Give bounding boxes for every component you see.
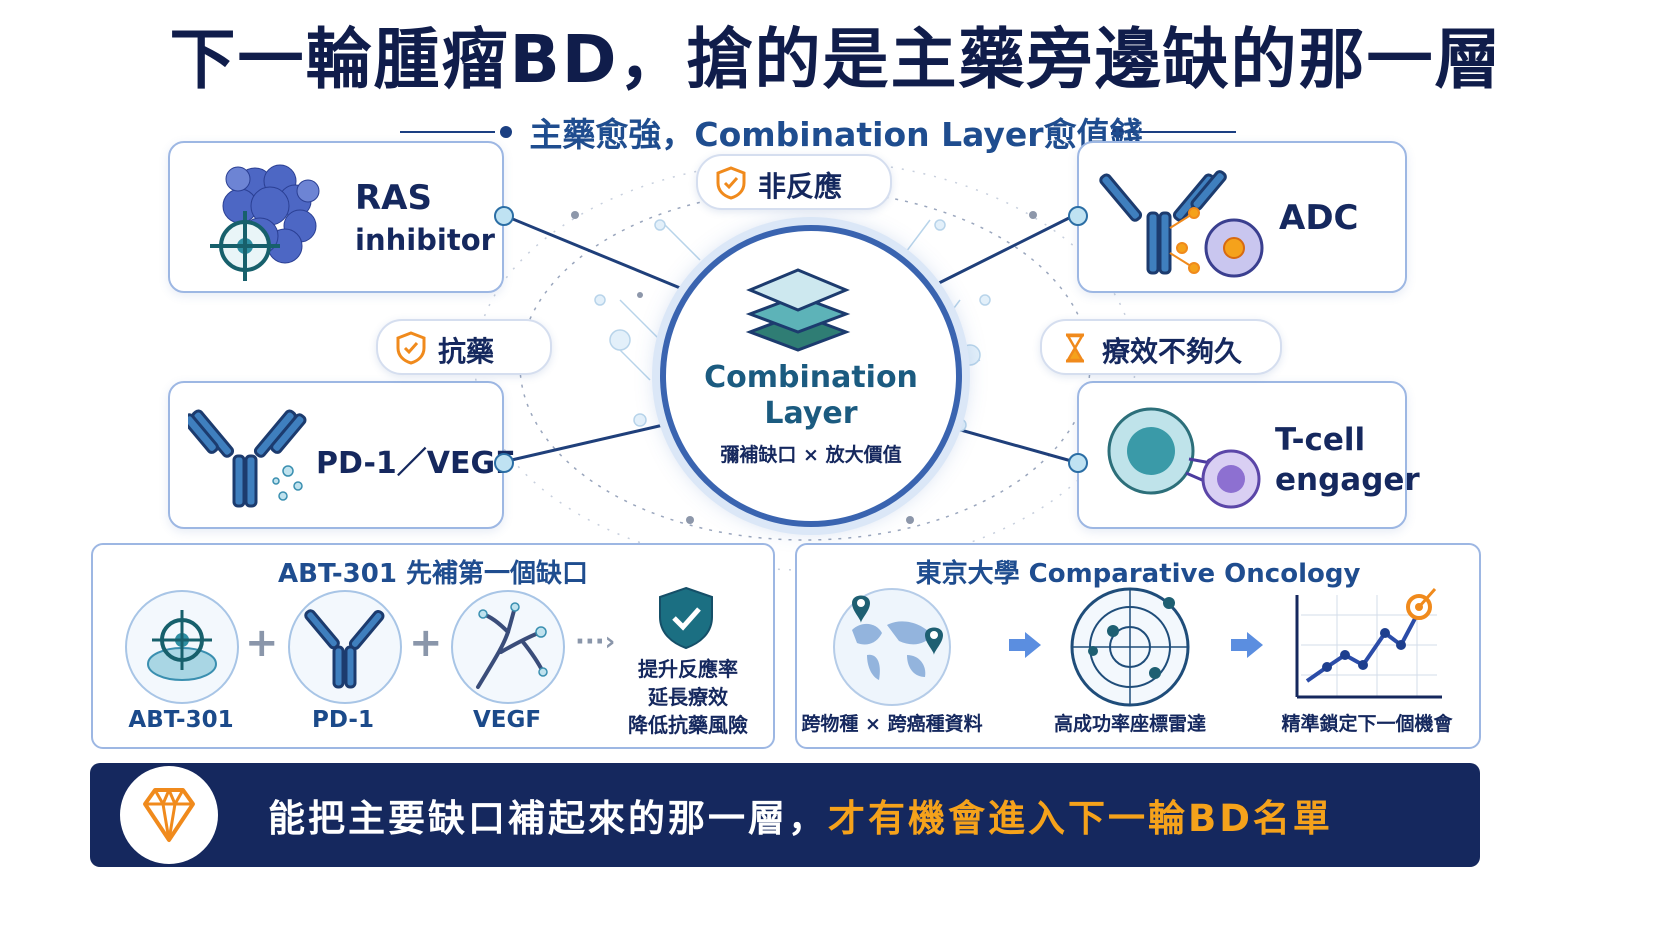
tcell-label-line1: T-cell — [1275, 422, 1366, 458]
abt-outcome-2: 降低抗藥風險 — [628, 713, 748, 737]
shield-check-icon — [716, 166, 746, 200]
protein-target-icon — [210, 164, 320, 281]
footer-badge — [120, 766, 218, 864]
card-pd1-vegf: PD-1／VEGF — [168, 381, 516, 529]
target-icon — [147, 610, 217, 681]
antibody-icon — [188, 409, 307, 508]
plus-icon: + — [245, 620, 279, 666]
abt-outcome-list: 提升反應率 延長療效 降低抗藥風險 — [613, 655, 763, 739]
footer-text-main: 能把主要缺口補起來的那一層， — [268, 797, 828, 840]
abt-301-panel: ABT-301 先補第一個缺口 ABT-301 + PD-1 + — [91, 543, 775, 749]
tcell-label-line2: engager — [1275, 462, 1420, 498]
hourglass-icon — [1065, 333, 1085, 363]
abt-item-label-1: PD-1 — [312, 707, 374, 733]
card-ras-inhibitor: RAS inhibitor — [168, 141, 504, 293]
arrow-right-icon — [1009, 632, 1041, 658]
tokyo-comparative-oncology-panel: 東京大學 Comparative Oncology 跨物種 × 跨癌種資料 高成… — [795, 543, 1481, 749]
abt-item-label-2: VEGF — [472, 707, 542, 733]
abt-outcome-1: 延長療效 — [648, 685, 728, 709]
pill-durability-label: 療效不夠久 — [1102, 335, 1243, 368]
plus-icon: + — [409, 620, 443, 666]
arrow-right-icon — [1231, 632, 1263, 658]
ras-label-line1: RAS — [355, 178, 432, 218]
layers-icon — [745, 268, 851, 352]
tokyo-step-label-2: 精準鎖定下一個機會 — [1281, 713, 1453, 735]
connector-adc — [1068, 206, 1088, 226]
vessel-icon — [476, 602, 548, 689]
subtitle-row: 主藥愈強，Combination Layer愈值錢 — [0, 100, 1672, 154]
tokyo-step-label-1: 高成功率座標雷達 — [1053, 713, 1206, 735]
pill-non-response-label: 非反應 — [758, 170, 843, 203]
center-subtitle: 彌補缺口 × 放大價值 — [720, 444, 902, 466]
connector-pd1-vegf — [494, 453, 514, 473]
pill-durability: 療效不夠久 — [1040, 319, 1282, 375]
dotted-arrow-icon: ···› — [575, 627, 616, 657]
footer-text: 能把主要缺口補起來的那一層，才有機會進入下一輪BD名單 — [268, 788, 1333, 842]
footer-text-highlight: 才有機會進入下一輪BD名單 — [828, 797, 1333, 840]
center-title: Combination Layer — [660, 360, 962, 432]
cell-engager-icon — [1107, 407, 1261, 509]
adc-label: ADC — [1279, 198, 1359, 238]
antibody-drug-conjugate-icon — [1099, 170, 1264, 278]
connector-ras — [494, 206, 514, 226]
pd-1-disc — [288, 590, 402, 704]
pill-non-response: 非反應 — [696, 154, 892, 210]
page-title: 下一輪腫瘤BD，搶的是主藥旁邊缺的那一層 — [169, 21, 1503, 98]
subtitle-dot-left — [500, 126, 512, 138]
card-adc: ADC — [1077, 141, 1407, 293]
antibody-icon — [304, 609, 385, 689]
card-tcell-engager: T-cell engager — [1077, 381, 1420, 529]
tokyo-step-label-0: 跨物種 × 跨癌種資料 — [801, 713, 983, 735]
pd1-vegf-label: PD-1／VEGF — [316, 446, 516, 481]
pill-resistance: 抗藥 — [376, 319, 552, 375]
growth-chart-icon — [1295, 588, 1442, 699]
center-title-line2: Layer — [764, 396, 858, 431]
ras-label-line2: inhibitor — [355, 223, 495, 257]
subtitle: 主藥愈強，Combination Layer愈值錢 — [529, 115, 1143, 154]
abt-panel-title: ABT-301 先補第一個缺口 — [278, 559, 588, 589]
abt-outcome-0: 提升反應率 — [638, 657, 738, 681]
shield-check-icon — [659, 586, 713, 650]
subtitle-line-left — [400, 131, 495, 133]
abt-301-disc — [125, 590, 239, 704]
vegf-disc — [451, 590, 565, 704]
abt-item-label-0: ABT-301 — [128, 707, 234, 733]
center-title-line1: Combination — [704, 360, 918, 395]
shield-check-icon — [396, 331, 426, 365]
footer-banner — [90, 763, 1480, 867]
radar-icon — [1070, 587, 1190, 707]
pill-resistance-label: 抗藥 — [438, 335, 495, 368]
tokyo-panel-title: 東京大學 Comparative Oncology — [915, 559, 1361, 589]
subtitle-dot-right — [1112, 126, 1124, 138]
diamond-icon — [143, 788, 195, 842]
connector-tcell — [1068, 453, 1088, 473]
subtitle-line-right — [1128, 131, 1236, 133]
globe-pin-icon — [833, 588, 951, 706]
